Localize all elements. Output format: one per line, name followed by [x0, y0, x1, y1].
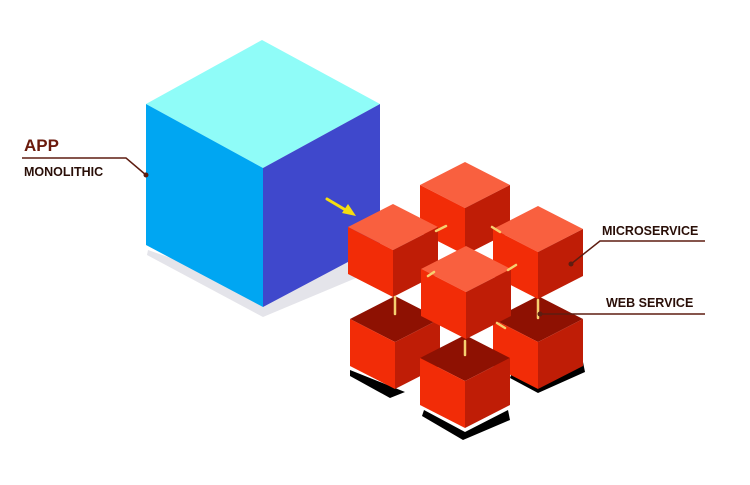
microservice-dot	[568, 261, 574, 267]
connector-8	[495, 321, 507, 330]
micro-shadow-left	[350, 370, 405, 398]
micro-cube-top-right	[493, 206, 583, 299]
connector-4	[434, 224, 448, 233]
connector-7	[426, 270, 436, 278]
micro-shadow-right	[510, 362, 585, 393]
monolith-dot	[143, 172, 149, 178]
leader-lines	[22, 157, 705, 317]
micro-shadow-center	[422, 410, 510, 440]
monolithic-label: MONOLITHIC	[24, 165, 103, 179]
micro-cube-bottom-right-right-face	[538, 319, 583, 389]
monolith-cube	[146, 40, 380, 307]
micro-cube-bottom-left-left-face	[350, 319, 395, 389]
micro-cube-top-front-left-face	[421, 269, 466, 339]
migration-arrow	[325, 197, 356, 216]
microservice-leader-line	[570, 240, 705, 265]
web-service-label: WEB SERVICE	[606, 296, 693, 310]
arrow-head	[342, 204, 356, 216]
connector-5	[490, 225, 502, 234]
microservice-label: MICROSERVICE	[602, 224, 698, 238]
micro-cube-top-right-right-face	[538, 229, 583, 299]
app-label: APP	[24, 136, 59, 155]
monolith-left-face	[146, 104, 263, 307]
micro-cube-bottom-center-left-face	[420, 358, 465, 428]
micro-cube-bottom-center	[420, 335, 510, 428]
micro-cube-top-front-right-face	[466, 269, 511, 339]
micro-cube-top-left-left-face	[348, 227, 393, 297]
connector-6	[506, 263, 518, 272]
monolith-leader-line	[22, 157, 147, 176]
micro-cube-top-front	[421, 246, 511, 339]
web-service-dot	[537, 311, 543, 317]
micro-cube-bottom-center-right-face	[465, 358, 510, 428]
